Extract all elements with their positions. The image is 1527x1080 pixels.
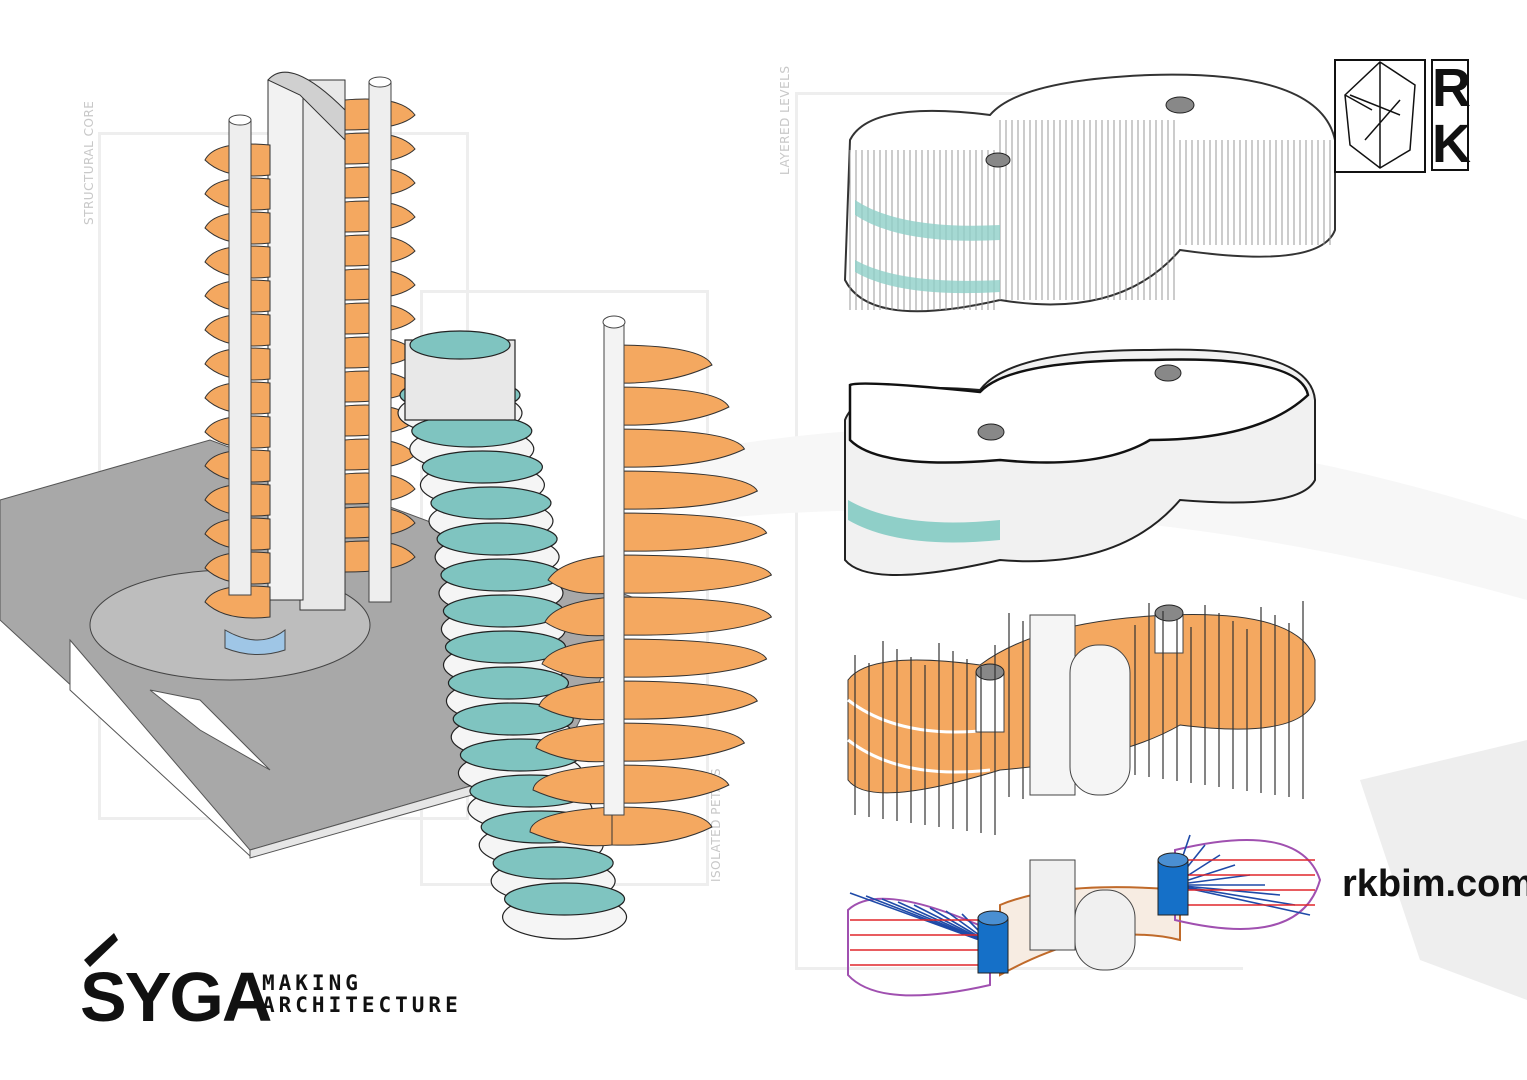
floor-slab — [204, 585, 271, 619]
petal-slab — [611, 806, 713, 846]
rk-letter-r: R — [1432, 58, 1471, 118]
syga-logo-text: SYGA — [80, 958, 272, 1036]
petals-column — [603, 324, 625, 816]
petal-slab — [538, 680, 613, 721]
petal-slab — [611, 764, 730, 804]
spiral-slab — [436, 522, 558, 556]
rk-letter-k: K — [1432, 114, 1471, 174]
structural-core-tower — [204, 71, 416, 619]
level-plan-slabs — [847, 601, 1316, 835]
petal-slab — [611, 344, 713, 384]
spiral-slab — [447, 666, 570, 700]
level-plan-structure — [847, 834, 1322, 997]
petal-slab — [541, 638, 613, 679]
petal-slab — [611, 470, 759, 510]
petal-slab — [611, 386, 730, 426]
spiral-slab — [492, 846, 614, 880]
tagline-line2: ARCHITECTURE — [262, 993, 462, 1017]
petal-slab — [611, 680, 758, 720]
spiral-slab — [440, 558, 562, 592]
spiral-slab — [503, 882, 626, 916]
petal-slab — [611, 638, 768, 678]
level-plan-facade-fins — [843, 73, 1336, 313]
petal-slab — [611, 428, 746, 468]
petal-slab — [532, 764, 613, 805]
spiral-slab — [452, 702, 574, 736]
spiral-slab — [421, 450, 544, 484]
petal-slab — [611, 554, 773, 594]
rk-logo-mark — [1334, 59, 1469, 173]
website-link[interactable]: rkbim.com — [1342, 863, 1527, 905]
level-plan-glazed — [844, 348, 1316, 576]
petal-slab — [535, 722, 613, 763]
syga-logo-mark — [84, 933, 118, 967]
petal-slab — [544, 596, 613, 637]
isolated-petals-tower — [529, 344, 773, 847]
rk-logo-letters: R K — [1432, 58, 1471, 174]
petal-slab — [529, 806, 613, 847]
tagline-line1: MAKING — [262, 971, 362, 995]
petal-slab — [611, 722, 746, 762]
petal-slab — [547, 554, 613, 595]
layered-levels-frame — [795, 92, 1243, 970]
spiral-slab — [430, 486, 552, 520]
brand-tagline: MAKING ARCHITECTURE — [262, 972, 462, 1016]
petal-slab — [611, 596, 773, 636]
petal-slab — [611, 512, 768, 552]
